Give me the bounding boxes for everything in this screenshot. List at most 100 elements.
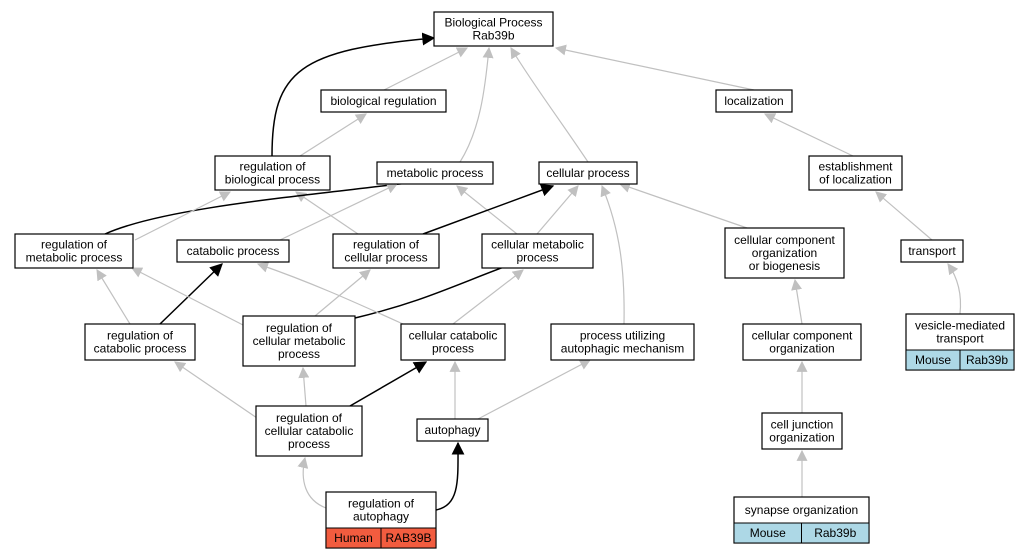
edge-arrow xyxy=(764,113,854,157)
gene-tag: Rab39b xyxy=(966,353,1008,367)
node-label: autophagic mechanism xyxy=(561,342,684,356)
node-box xyxy=(242,315,356,367)
node-box xyxy=(255,405,363,457)
node-box xyxy=(715,89,793,113)
node-loc[interactable]: localization xyxy=(715,89,793,113)
node-label: autophagy xyxy=(353,510,409,524)
node-label: establishment xyxy=(818,160,893,174)
edge-arrow xyxy=(947,263,962,315)
edge-arrow xyxy=(314,269,371,317)
edge-arrow xyxy=(422,183,555,235)
edge-arrow xyxy=(295,191,359,235)
node-label: of localization xyxy=(819,173,892,187)
gene-tag: RAB39B xyxy=(385,531,431,545)
edge-arrow xyxy=(131,267,244,326)
node-label: organization xyxy=(769,431,834,445)
node-label: regulation of xyxy=(266,321,333,335)
node-label: Rab39b xyxy=(472,29,514,43)
node-label: biological regulation xyxy=(330,94,436,108)
node-label: vesicle-mediated xyxy=(915,319,1005,333)
node-box xyxy=(724,227,845,279)
edge-arrow xyxy=(618,182,748,229)
node-cellp[interactable]: cellular process xyxy=(538,161,638,185)
edge-arrow xyxy=(459,46,494,163)
node-label: regulation of xyxy=(107,329,174,343)
node-label: metabolic process xyxy=(26,251,123,265)
node-label: Biological Process xyxy=(444,16,542,30)
node-box xyxy=(538,161,638,185)
edge-arrow xyxy=(159,263,223,325)
edge-arrow xyxy=(600,184,625,325)
node-label: cellular process xyxy=(344,251,427,265)
edge-arrow xyxy=(349,361,428,407)
node-box xyxy=(14,233,134,269)
node-box xyxy=(433,11,554,47)
node-label: regulation of xyxy=(239,160,306,174)
node-label: metabolic process xyxy=(387,166,484,180)
node-label: regulation of xyxy=(353,238,420,252)
node-label: cellular catabolic xyxy=(265,424,354,438)
node-box xyxy=(400,323,506,361)
edge-arrow xyxy=(536,185,579,235)
edge-arrow xyxy=(256,262,404,325)
node-box xyxy=(176,239,290,263)
edge-arrow xyxy=(271,32,436,157)
node-box xyxy=(481,233,594,269)
node-label: transport xyxy=(908,244,956,258)
node-label: transport xyxy=(936,332,984,346)
node-box xyxy=(742,323,862,361)
edge-arrow xyxy=(383,47,468,91)
node-metab[interactable]: metabolic process xyxy=(376,161,494,185)
node-label: regulation of xyxy=(41,238,108,252)
node-box xyxy=(900,239,964,263)
node-label: process utilizing xyxy=(580,329,665,343)
species-tag: Human xyxy=(334,531,373,545)
node-label: process xyxy=(432,342,474,356)
edge-layer xyxy=(96,32,962,511)
node-autophagy[interactable]: autophagy xyxy=(416,418,489,442)
node-box xyxy=(416,418,489,442)
node-box xyxy=(214,155,331,191)
node-transport[interactable]: transport xyxy=(900,239,964,263)
node-label: or biogenesis xyxy=(749,259,820,273)
edge-arrow xyxy=(298,366,310,407)
node-label: synapse organization xyxy=(745,503,858,517)
node-label: cellular catabolic xyxy=(409,329,498,343)
node-box xyxy=(376,161,494,185)
node-catab[interactable]: catabolic process xyxy=(176,239,290,263)
edge-arrow xyxy=(297,456,327,509)
edge-arrow xyxy=(134,191,231,241)
node-label: organization xyxy=(752,246,817,260)
species-tag: Mouse xyxy=(750,526,786,540)
species-tag-cell xyxy=(380,527,437,549)
species-tag-cell xyxy=(801,522,870,544)
edge-arrow xyxy=(96,269,131,325)
node-box xyxy=(761,412,843,450)
edge-arrow xyxy=(279,183,398,241)
node-label: regulation of xyxy=(276,411,343,425)
node-bioreg[interactable]: biological regulation xyxy=(320,89,447,113)
edge-arrow xyxy=(477,359,591,420)
node-label: cellular metabolic xyxy=(491,238,584,252)
node-label: regulation of xyxy=(348,497,415,511)
gene-tag: Rab39b xyxy=(814,526,856,540)
